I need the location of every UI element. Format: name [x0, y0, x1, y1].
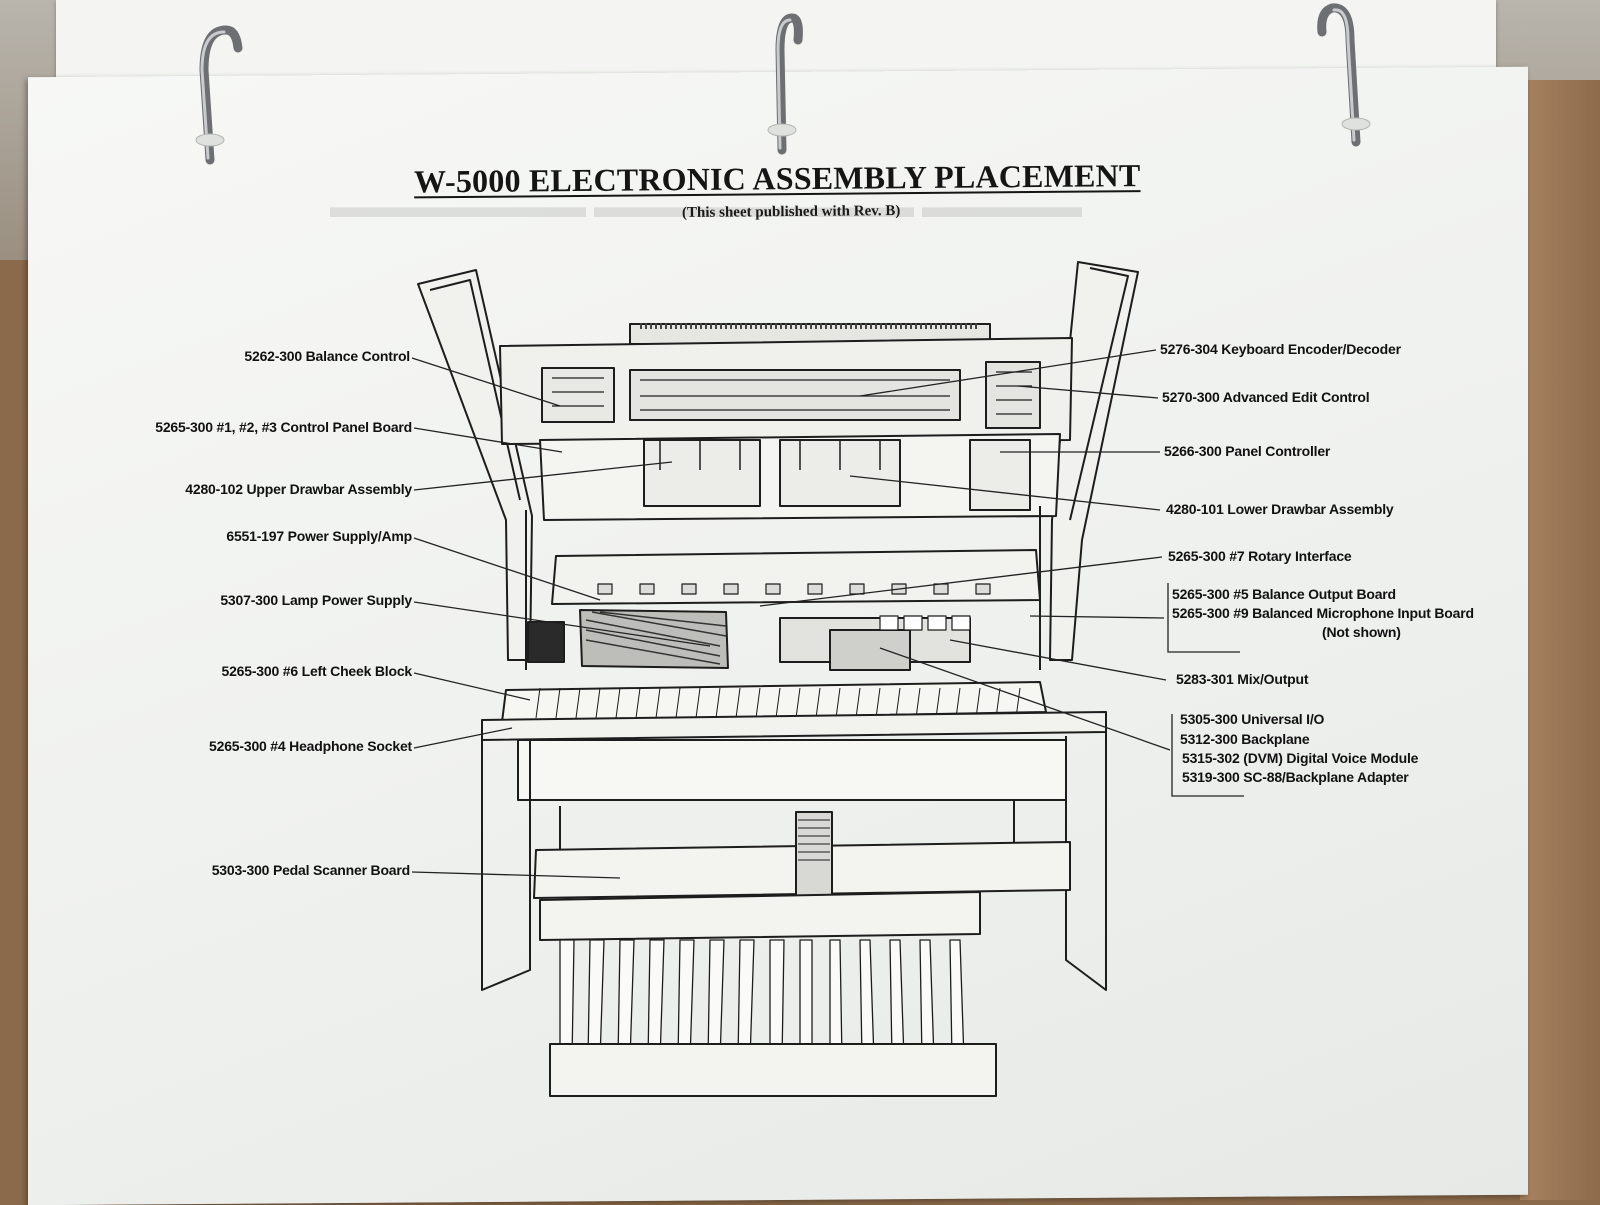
label-balanced-microphone-input-board: 5265-300 #9 Balanced Microphone Input Bo…: [1172, 605, 1474, 621]
label-lower-drawbar-assembly: 4280-101 Lower Drawbar Assembly: [1166, 501, 1394, 517]
label-control-panel-board: 5265-300 #1, #2, #3 Control Panel Board: [155, 419, 412, 435]
label-pedal-scanner-board: 5303-300 Pedal Scanner Board: [211, 862, 410, 878]
label-left-cheek-block: 5265-300 #6 Left Cheek Block: [221, 663, 412, 679]
binder-rings: [195, 3, 1371, 165]
upper-drawbar-block: [643, 439, 761, 507]
label-keyboard-encoder-decoder: 5276-304 Keyboard Encoder/Decoder: [1160, 341, 1401, 357]
label-mix-output: 5283-301 Mix/Output: [1176, 671, 1309, 687]
electronics-shelf: [551, 549, 1041, 605]
label-backplane: 5312-300 Backplane: [1180, 731, 1310, 747]
label-balance-control: 5262-300 Balance Control: [244, 348, 410, 364]
label-headphone-socket: 5265-300 #4 Headphone Socket: [209, 738, 412, 754]
label-sc88-backplane-adapter: 5319-300 SC-88/Backplane Adapter: [1182, 769, 1409, 785]
label-digital-voice-module: 5315-302 (DVM) Digital Voice Module: [1182, 750, 1419, 766]
label-advanced-edit-control: 5270-300 Advanced Edit Control: [1162, 389, 1370, 405]
label-upper-drawbar-assembly: 4280-102 Upper Drawbar Assembly: [185, 481, 412, 497]
right-cheek-panel: [1049, 261, 1139, 661]
label-balance-output-board: 5265-300 #5 Balance Output Board: [1172, 586, 1396, 602]
label-lamp-power-supply: 5307-300 Lamp Power Supply: [220, 592, 412, 608]
label-power-supply-amp: 6551-197 Power Supply/Amp: [226, 528, 412, 544]
left-cheek-panel: [417, 269, 533, 661]
power-supply-heatsink: [579, 609, 729, 669]
label-not-shown: (Not shown): [1322, 624, 1401, 640]
background-table: [1520, 80, 1600, 1200]
pedal-toe-rail: [549, 1043, 997, 1097]
expression-pedal: [795, 811, 833, 903]
pedalboard: [539, 891, 981, 941]
label-panel-controller: 5266-300 Panel Controller: [1164, 443, 1331, 459]
label-rotary-interface: 5265-300 #7 Rotary Interface: [1168, 548, 1352, 564]
label-universal-io: 5305-300 Universal I/O: [1180, 711, 1325, 727]
